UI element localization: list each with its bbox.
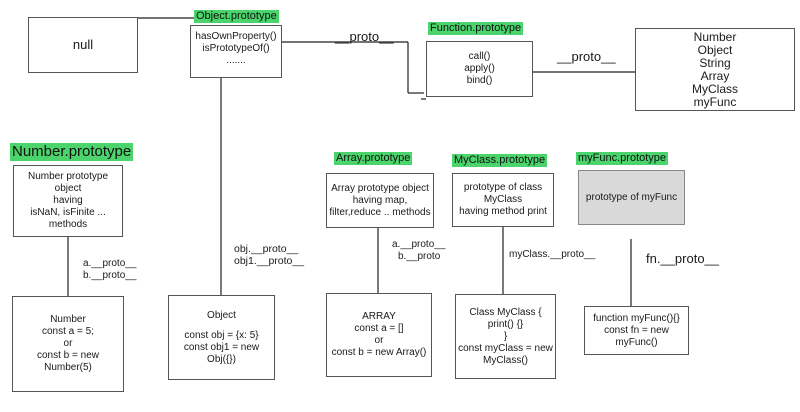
- myfunc-instance-line-2: const fn = new: [604, 324, 669, 336]
- myclass-prototype-box: prototype of class MyClass having method…: [452, 173, 554, 227]
- myfunc-prototype-line-1: prototype of myFunc: [585, 191, 678, 203]
- number-instance-line-2: const a = 5;: [42, 326, 94, 337]
- function-prototype-box: call() apply() bind(): [426, 41, 533, 97]
- array-prototype-label: Array.prototype: [334, 152, 413, 165]
- edge-label-line: b.__proto__: [83, 270, 137, 281]
- number-prototype-line-2: having: [53, 195, 83, 206]
- myclass-prototype-line-2: MyClass: [483, 194, 523, 205]
- number-prototype-line-1: Number prototype object: [27, 171, 109, 194]
- myclass-instance-box: Class MyClass { print() {} } const myCla…: [455, 294, 556, 379]
- number-prototype-box: Number prototype object having isNaN, is…: [13, 165, 123, 237]
- array-prototype-line-3: filter,reduce .. methods: [329, 206, 431, 218]
- myclass-prototype-line-1: prototype of class: [463, 182, 543, 193]
- constructor-name: Object: [697, 42, 733, 57]
- object-instance-line-3: const obj = {x: 5}: [184, 329, 259, 341]
- constructor-name: String: [699, 55, 731, 70]
- edge-label-line: a.__proto__: [83, 258, 137, 269]
- number-instance-line-3: or: [63, 338, 73, 349]
- object-instance-line-4: const obj1 = new Obj({}): [183, 341, 260, 365]
- edge-label-line: b.__proto: [398, 251, 441, 262]
- object-prototype-label: Object.prototype: [194, 10, 279, 23]
- function-prototype-line-3: bind(): [466, 75, 493, 86]
- myclass-instance-line-5: MyClass(): [483, 354, 528, 366]
- object-prototype-box: hasOwnProperty() isPrototypeOf() .......: [190, 25, 282, 78]
- array-instance-line-1: ARRAY: [362, 311, 396, 322]
- edge-label-myclass-instance: myClass.__proto__: [509, 249, 596, 260]
- number-instance-line-1: Number: [50, 314, 86, 325]
- number-prototype-line-3: isNaN, isFinite ...: [30, 207, 106, 218]
- edge-label-line: obj1.__proto__: [234, 255, 305, 267]
- array-prototype-line-1: Array prototype object: [331, 182, 429, 194]
- myclass-instance-line-4: const myClass = new: [458, 342, 553, 354]
- object-instance-box: Object const obj = {x: 5} const obj1 = n…: [168, 295, 275, 380]
- null-text: null: [72, 37, 94, 52]
- myfunc-prototype-label: myFunc.prototype: [576, 152, 669, 165]
- myclass-instance-line-3: }: [503, 330, 508, 342]
- edge-label-array-instance: a.__proto__ b.__proto: [392, 239, 445, 263]
- array-instance-line-2: const a = []: [354, 323, 404, 334]
- myfunc-instance-line-3: myFunc(): [615, 336, 658, 348]
- constructor-name: MyClass: [691, 81, 738, 96]
- object-prototype-line-2: isPrototypeOf(): [202, 43, 270, 54]
- edge-label-object-function: __proto__: [335, 29, 394, 44]
- myclass-prototype-line-3: having method print: [459, 206, 547, 217]
- edge-label-line: a.__proto__: [392, 239, 446, 250]
- object-instance-line-1: Object: [207, 309, 236, 321]
- null-box: null: [28, 17, 138, 73]
- array-prototype-box: Array prototype object having map, filte…: [326, 173, 434, 228]
- number-instance-box: Number const a = 5; or const b = new Num…: [12, 296, 124, 392]
- constructors-box: Number Object String Array MyClass myFun…: [635, 28, 795, 111]
- myfunc-instance-line-1: function myFunc(){}: [593, 312, 680, 324]
- object-prototype-line-3: .......: [226, 55, 246, 66]
- myclass-instance-line-2: print() {}: [487, 318, 524, 330]
- function-prototype-line-2: apply(): [464, 63, 495, 74]
- object-prototype-line-1: hasOwnProperty(): [195, 31, 277, 42]
- number-prototype-label: Number.prototype: [10, 143, 134, 161]
- myclass-instance-line-1: Class MyClass {: [469, 306, 542, 318]
- myfunc-instance-box: function myFunc(){} const fn = new myFun…: [584, 306, 689, 355]
- function-prototype-line-1: call(): [468, 51, 491, 62]
- function-prototype-label: Function.prototype: [428, 22, 524, 35]
- array-prototype-line-2: having map,: [352, 194, 408, 206]
- myclass-prototype-label: MyClass.prototype: [452, 154, 548, 167]
- constructor-name: Number: [693, 29, 737, 44]
- array-instance-line-3: or: [374, 335, 384, 346]
- number-prototype-line-4: methods: [48, 219, 88, 230]
- edge-label-object-instance: obj.__proto__ obj1.__proto__: [234, 243, 304, 267]
- edge-label-line: obj.__proto__: [234, 243, 299, 255]
- constructor-name: myFunc: [693, 94, 737, 109]
- edge-label-number-instance: a.__proto__ b.__proto__: [83, 258, 136, 282]
- number-instance-line-4: const b = new Number(5): [37, 350, 99, 373]
- myfunc-prototype-box: prototype of myFunc: [578, 170, 685, 225]
- edge-label-myfunc-instance: fn.__proto__: [646, 251, 720, 266]
- edge-label-function-constructors: __proto__: [557, 49, 616, 64]
- array-instance-line-4: const b = new Array(): [331, 347, 427, 358]
- array-instance-box: ARRAY const a = [] or const b = new Arra…: [326, 293, 432, 377]
- constructor-name: Array: [700, 68, 730, 83]
